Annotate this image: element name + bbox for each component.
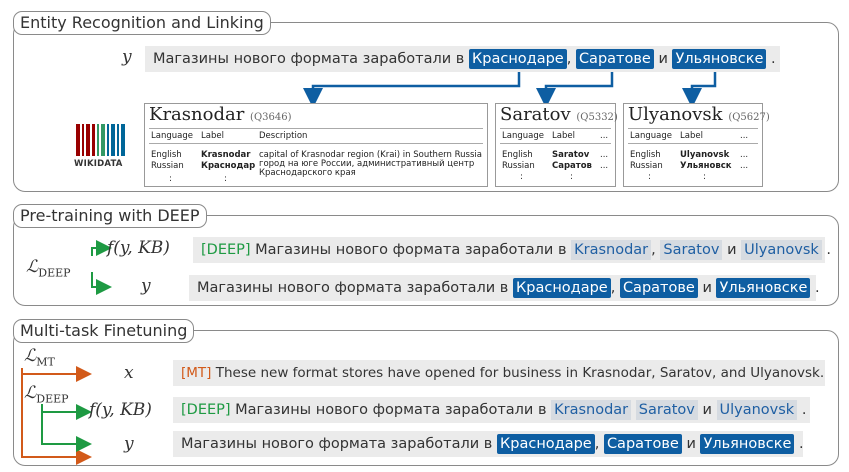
pretrain-entity-krasnodar: Krasnodar <box>571 240 652 260</box>
kb-card-ulyanovsk[interactable]: Ulyanovsk (Q5627) Language Label ... Eng… <box>623 103 770 187</box>
pretrain-f-label: f(y, KB) <box>107 238 170 258</box>
pretrain-loss-deep: ℒDEEP <box>26 257 71 280</box>
finetune-mt-sentence: [MT] These new format stores have opened… <box>173 360 825 386</box>
sep-and: и <box>702 402 712 418</box>
wikidata-logo: WIKIDATA <box>74 122 130 172</box>
pretrain-target-sentence: Магазины нового формата заработали в Кра… <box>189 275 820 301</box>
kb-row: Russian Краснодар город на юге России, а… <box>151 159 475 178</box>
kb-title: Saratov (Q5332) <box>500 104 618 125</box>
kb-row: English Saratov ... <box>502 150 609 160</box>
finetune-ru-krasnodar: Краснодаре <box>496 434 595 454</box>
deep-tag: [DEEP] <box>201 242 251 258</box>
kb-row: Russian Ульяновск ... <box>630 161 749 171</box>
finetune-y-label: y <box>124 434 134 454</box>
finetune-x-label: x <box>124 363 134 383</box>
sep-and: и <box>686 436 696 452</box>
kb-row: English Ulyanovsk ... <box>630 150 749 160</box>
kb-header-label: Label <box>201 131 224 141</box>
kb-table: Language Label ... English Ulyanovsk ...… <box>628 128 758 182</box>
entity-sentence-prefix: Магазины нового формата заработали в <box>153 51 465 67</box>
pretrain-target-prefix: Магазины нового формата заработали в <box>197 280 509 296</box>
entity-sep-comma: , <box>566 51 572 67</box>
finetune-loss-mt: ℒMT <box>24 346 55 369</box>
kb-header-description: Description <box>259 131 308 141</box>
pretrain-entity-saratov: Saratov <box>660 240 723 260</box>
sentence-end: . <box>799 436 804 452</box>
finetune-loss-deep: ℒDEEP <box>24 383 69 406</box>
entity-y-var: y <box>122 47 132 67</box>
kb-card-saratov[interactable]: Saratov (Q5332) Language Label ... Engli… <box>495 103 618 187</box>
pretrain-ru-krasnodar: Краснодаре <box>512 278 611 298</box>
kb-row: Russian Саратов ... <box>502 161 609 171</box>
kb-title: Krasnodar (Q3646) <box>149 104 292 125</box>
kb-row: : : <box>520 172 573 182</box>
finetune-ru-ulyanovsk: Ульяновске <box>700 434 795 454</box>
finetune-entity-saratov: Saratov <box>635 400 698 420</box>
finetune-entity-krasnodar: Krasnodar <box>551 400 632 420</box>
finetune-target-prefix: Магазины нового формата заработали в <box>181 436 493 452</box>
wikidata-label: WIKIDATA <box>74 159 123 169</box>
finetune-target-sentence: Магазины нового формата заработали в Кра… <box>173 431 804 457</box>
pretrain-y-label: y <box>141 276 151 296</box>
pretrain-deep-sentence: [DEEP] Магазины нового формата заработал… <box>193 237 831 263</box>
sep-comma: , <box>594 436 600 452</box>
pretrain-ru-saratov: Саратове <box>619 278 698 298</box>
finetune-f-label: f(y, KB) <box>89 400 152 420</box>
pretrain-deep-prefix: Магазины нового формата заработали в <box>255 242 567 258</box>
sep-comma: , <box>610 280 616 296</box>
finetune-deep-prefix: Магазины нового формата заработали в <box>235 402 547 418</box>
kb-row: : : <box>169 174 227 184</box>
finetune-entity-ulyanovsk: Ulyanovsk <box>716 400 798 420</box>
entity-mention-krasnodar[interactable]: Краснодаре <box>468 49 567 69</box>
mt-source-text: These new format stores have opened for … <box>215 365 825 381</box>
sentence-end: . <box>826 242 832 258</box>
pretrain-ru-ulyanovsk: Ульяновске <box>716 278 811 298</box>
kb-table: Language Label ... English Saratov ... R… <box>500 128 611 182</box>
mt-tag: [MT] <box>181 365 212 381</box>
kb-header-language: Language <box>151 131 193 141</box>
sep-and: и <box>702 280 712 296</box>
sep-and: и <box>727 242 737 258</box>
pretrain-panel-title: Pre-training with DEEP <box>13 204 207 228</box>
finetune-ru-saratov: Саратове <box>603 434 682 454</box>
kb-row: English Krasnodar capital of Krasnodar r… <box>151 150 482 160</box>
entity-mention-ulyanovsk[interactable]: Ульяновске <box>672 49 767 69</box>
entity-sentence-end: . <box>771 51 776 67</box>
entity-mention-saratov[interactable]: Саратове <box>575 49 654 69</box>
finetune-panel-title: Multi-task Finetuning <box>13 319 195 343</box>
sentence-end: . <box>801 402 807 418</box>
sentence-end: . <box>815 280 820 296</box>
wikidata-barcode-icon <box>76 124 125 156</box>
kb-card-krasnodar[interactable]: Krasnodar (Q3646) Language Label Descrip… <box>144 103 488 187</box>
kb-table: Language Label Description English Krasn… <box>149 128 483 184</box>
pretrain-entity-ulyanovsk: Ulyanovsk <box>741 240 822 260</box>
entity-sep-and: и <box>658 51 668 67</box>
kb-row: : : <box>648 172 706 182</box>
entity-panel-title: Entity Recognition and Linking <box>13 11 271 35</box>
kb-title: Ulyanovsk (Q5627) <box>628 104 770 125</box>
deep-tag: [DEEP] <box>181 402 231 418</box>
finetune-deep-sentence: [DEEP] Магазины нового формата заработал… <box>173 397 810 423</box>
sep-comma: , <box>651 242 656 258</box>
entity-sentence: Магазины нового формата заработали в Кра… <box>145 46 780 72</box>
